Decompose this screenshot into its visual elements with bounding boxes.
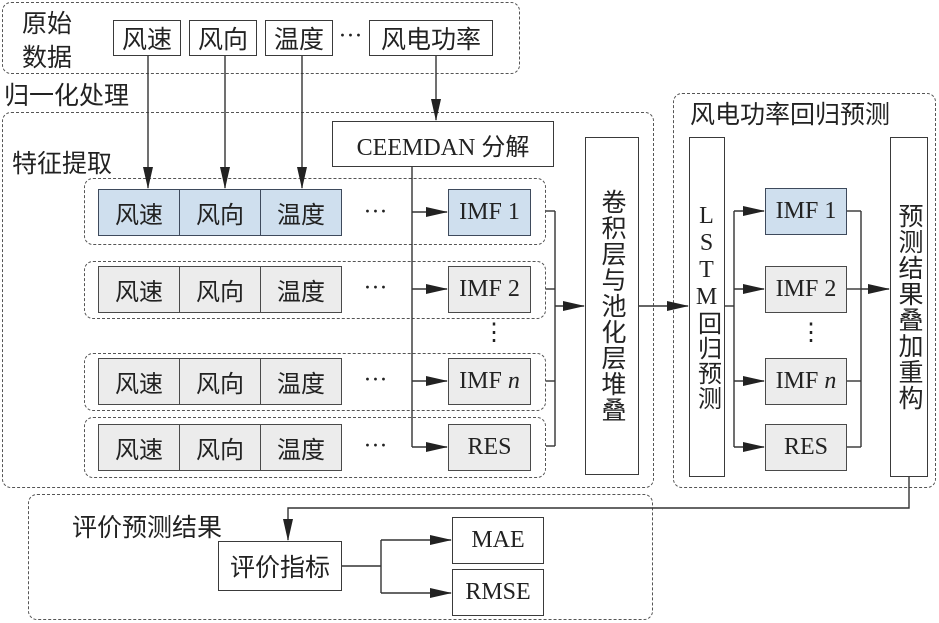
raw-wind-direction-label: 风向 — [197, 25, 248, 54]
lstm-label: LSTM回归预测 — [693, 203, 720, 411]
reg-vertical-ellipsis: ⋮ — [799, 318, 824, 346]
reg-res-box: RES — [765, 424, 847, 471]
rowres-ellipsis: ··· — [364, 434, 388, 459]
cnn-pooling-block: 卷积层与池化层堆叠 — [585, 137, 639, 475]
row2-imf2-box: IMF 2 — [448, 266, 531, 313]
raw-wind-power-label: 风电功率 — [380, 25, 481, 54]
rown-imfn-box: IMF n — [448, 358, 531, 405]
feature-extraction-group — [2, 112, 654, 488]
cnn-pooling-label: 卷积层与池化层堆叠 — [598, 189, 627, 423]
reg-imf2-box: IMF 2 — [765, 266, 847, 313]
rowres-res-box: RES — [448, 424, 531, 471]
row2-wind-speed: 风速 — [98, 266, 180, 313]
row-group-imf1 — [84, 178, 546, 245]
row2-temperature: 温度 — [260, 266, 342, 313]
reg-imf1-box: IMF 1 — [765, 188, 847, 235]
row1-ellipsis: ··· — [364, 200, 388, 225]
raw-data-group — [2, 2, 520, 74]
row-group-imfn — [84, 353, 546, 411]
rown-wind-speed: 风速 — [98, 358, 180, 405]
row-group-res — [84, 417, 546, 478]
rowres-wind-direction: 风向 — [179, 424, 261, 471]
row2-ellipsis: ··· — [364, 276, 388, 301]
feature-extraction-title: 特征提取 — [12, 149, 113, 178]
row1-wind-direction: 风向 — [179, 189, 261, 236]
raw-data-title-2: 数据 — [22, 43, 73, 72]
rmse-box: RMSE — [452, 569, 544, 616]
raw-wind-speed-label: 风速 — [121, 25, 172, 54]
row1-temperature: 温度 — [260, 189, 342, 236]
evaluation-group — [28, 494, 653, 620]
raw-wind-power-box: 风电功率 — [369, 20, 493, 56]
ceemdan-label: CEEMDAN 分解 — [356, 134, 530, 161]
raw-wind-direction-box: 风向 — [189, 20, 257, 56]
rowres-wind-speed: 风速 — [98, 424, 180, 471]
ceemdan-box: CEEMDAN 分解 — [332, 121, 554, 167]
regression-title: 风电功率回归预测 — [690, 100, 891, 129]
rown-temperature: 温度 — [260, 358, 342, 405]
rown-wind-direction: 风向 — [179, 358, 261, 405]
reg-imfn-box: IMF n — [765, 358, 847, 405]
raw-ellipsis: ··· — [339, 24, 363, 49]
row2-wind-direction: 风向 — [179, 266, 261, 313]
rowres-temperature: 温度 — [260, 424, 342, 471]
regression-group — [673, 93, 936, 488]
reconstruct-to-metric — [283, 477, 910, 541]
feature-vertical-ellipsis: ⋮ — [482, 318, 507, 346]
normalization-label: 归一化处理 — [4, 81, 130, 110]
lstm-block: LSTM回归预测 — [689, 137, 725, 477]
row1-imf1-box: IMF 1 — [448, 189, 531, 236]
raw-data-title-1: 原始 — [22, 9, 73, 38]
rown-ellipsis: ··· — [364, 368, 388, 393]
raw-wind-speed-box: 风速 — [113, 20, 181, 56]
metric-box: 评价指标 — [218, 541, 342, 591]
row1-wind-speed: 风速 — [98, 189, 180, 236]
mae-box: MAE — [452, 517, 544, 564]
evaluation-title: 评价预测结果 — [72, 513, 223, 542]
row-group-imf2 — [84, 261, 546, 319]
raw-temperature-box: 温度 — [265, 20, 333, 56]
reconstruct-block: 预测结果叠加重构 — [890, 137, 928, 477]
raw-temperature-label: 温度 — [273, 25, 324, 54]
reconstruct-label: 预测结果叠加重构 — [895, 203, 924, 411]
